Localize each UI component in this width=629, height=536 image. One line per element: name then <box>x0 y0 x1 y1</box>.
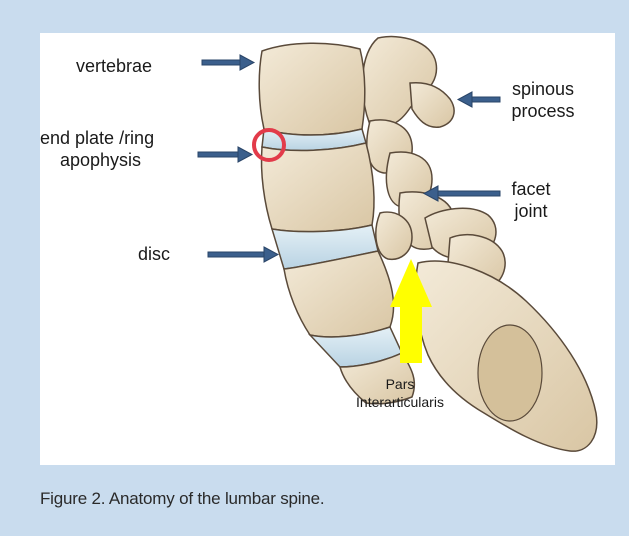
end-plate-arrow-right-icon <box>198 147 252 162</box>
label-spinous-line1: spinous <box>498 78 588 100</box>
disc-arrow-right-icon <box>208 247 278 262</box>
label-pars-interarticularis: Pars Interarticularis <box>340 375 460 411</box>
label-end-plate-line1: end plate /ring <box>40 127 200 149</box>
facet-arrow-left-icon <box>424 186 500 201</box>
label-end-plate-line2: apophysis <box>40 149 200 171</box>
label-facet-joint: facet joint <box>496 178 566 222</box>
label-spinous-process: spinous process <box>498 78 588 122</box>
label-pars-line1: Pars <box>340 375 460 393</box>
label-spinous-line2: process <box>498 100 588 122</box>
vertebra-1 <box>259 43 365 135</box>
diagram-panel: vertebrae end plate /ring apophysis disc… <box>40 33 615 465</box>
posterior-elements <box>362 37 505 290</box>
label-vertebrae: vertebrae <box>76 55 152 77</box>
label-facet-line1: facet <box>496 178 566 200</box>
spinous-arrow-left-icon <box>458 92 500 107</box>
label-pars-line2: Interarticularis <box>340 393 460 411</box>
label-end-plate: end plate /ring apophysis <box>40 127 200 171</box>
label-disc: disc <box>138 243 170 265</box>
label-facet-line2: joint <box>496 200 566 222</box>
vertebrae-arrow-right-icon <box>202 55 254 70</box>
figure-caption: Figure 2. Anatomy of the lumbar spine. <box>40 489 324 509</box>
